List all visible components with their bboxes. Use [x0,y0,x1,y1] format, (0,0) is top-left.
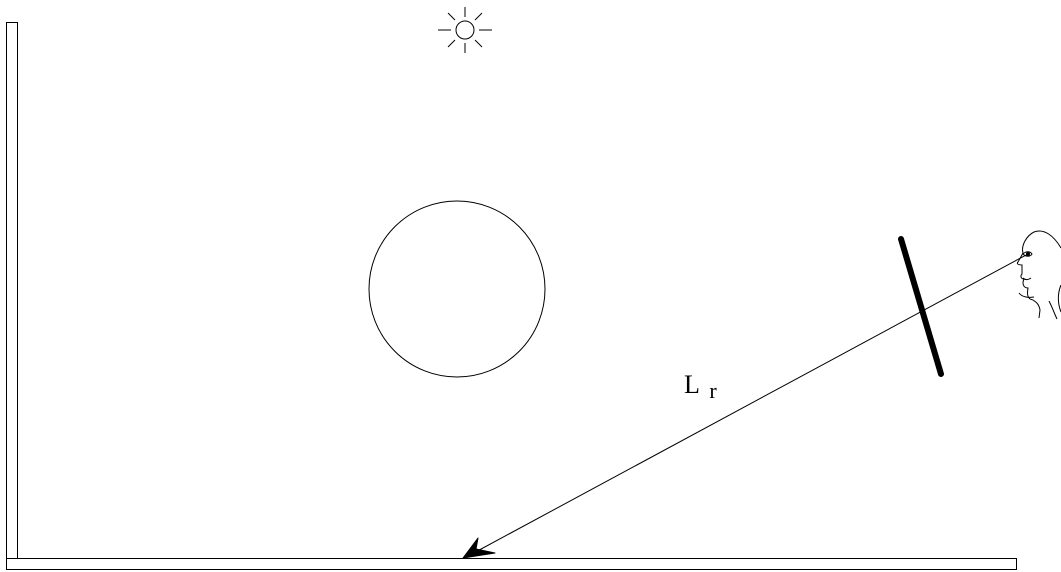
ray-label: L r [684,370,717,403]
ray-arrowhead [462,537,496,559]
floor [6,558,1017,570]
sphere-object [368,200,546,378]
ray-line [469,253,1029,556]
observer-head-icon [1016,230,1061,320]
ray-label-main: L [684,370,699,399]
observer-eye [1026,252,1030,256]
ray-label-subscript: r [709,378,717,403]
left-wall [6,22,18,559]
sun-icon [438,7,492,53]
image-plane [898,236,944,377]
